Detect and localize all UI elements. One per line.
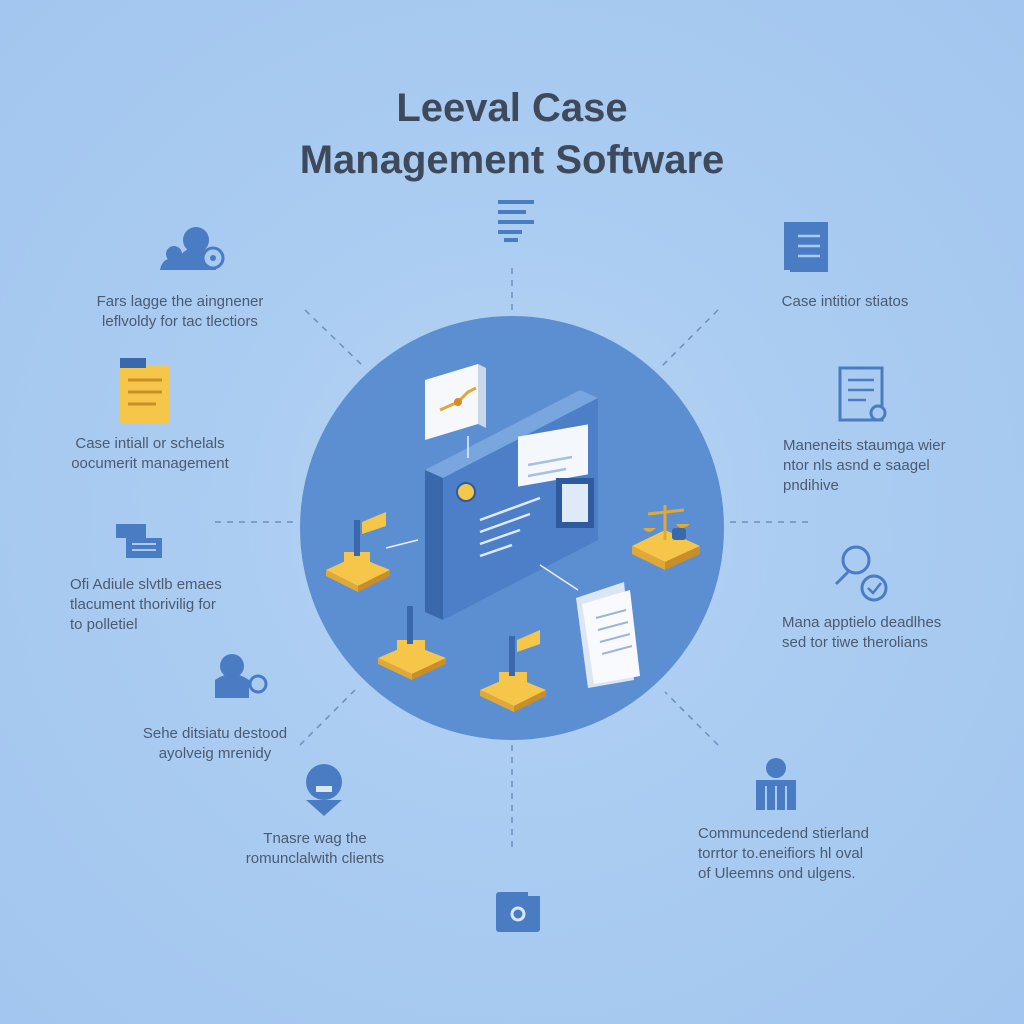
connectors (215, 268, 810, 850)
pin-icon (378, 606, 446, 680)
title-line-2: Management Software (299, 138, 725, 182)
chart-card-icon (425, 364, 486, 440)
feature-label-left-1: Fars lagge the aingnener leflvoldy for t… (96, 293, 264, 330)
check-chat-icon (834, 545, 888, 602)
feature-label-left-4: Sehe ditsiatu destood ayolveig mrenidy (142, 725, 288, 762)
list-icon (498, 200, 534, 242)
feature-label-right-1: Case intitior stiatos (781, 293, 909, 310)
camera-icon (496, 888, 540, 932)
feature-label-right-3: Mana apptielo deadlhes sed tor tiwe ther… (782, 614, 942, 651)
dashboard-icon (385, 390, 598, 620)
pin-icon (480, 630, 546, 712)
feature-label-left-3: Ofi Adiule slvtlb emaes tlacument thoriv… (70, 576, 222, 633)
feature-label-right-4: Communcedend stierland torrtor to.eneifi… (698, 825, 869, 882)
person-chat-icon (306, 764, 342, 816)
scales-icon (632, 505, 700, 570)
team-icon (756, 758, 796, 810)
document-icon (120, 358, 170, 423)
title-line-1: Leeval Case (396, 86, 628, 130)
page-title: Leeval Case Management Software (0, 82, 1024, 186)
feature-label-left-5: Tnasre wag the romunclalwith clients (245, 830, 385, 867)
page-icon (576, 582, 640, 688)
people-icon (160, 227, 225, 270)
pin-icon (326, 512, 390, 592)
person-location-icon (215, 654, 268, 698)
file-icon (784, 222, 828, 272)
report-icon (838, 366, 887, 422)
feature-label-right-2: Maneneits staumga wier ntor nls asnd e s… (783, 437, 946, 494)
chat-icon (116, 524, 162, 558)
feature-label-left-2: Case intiall or schelals oocumerit manag… (71, 435, 229, 472)
